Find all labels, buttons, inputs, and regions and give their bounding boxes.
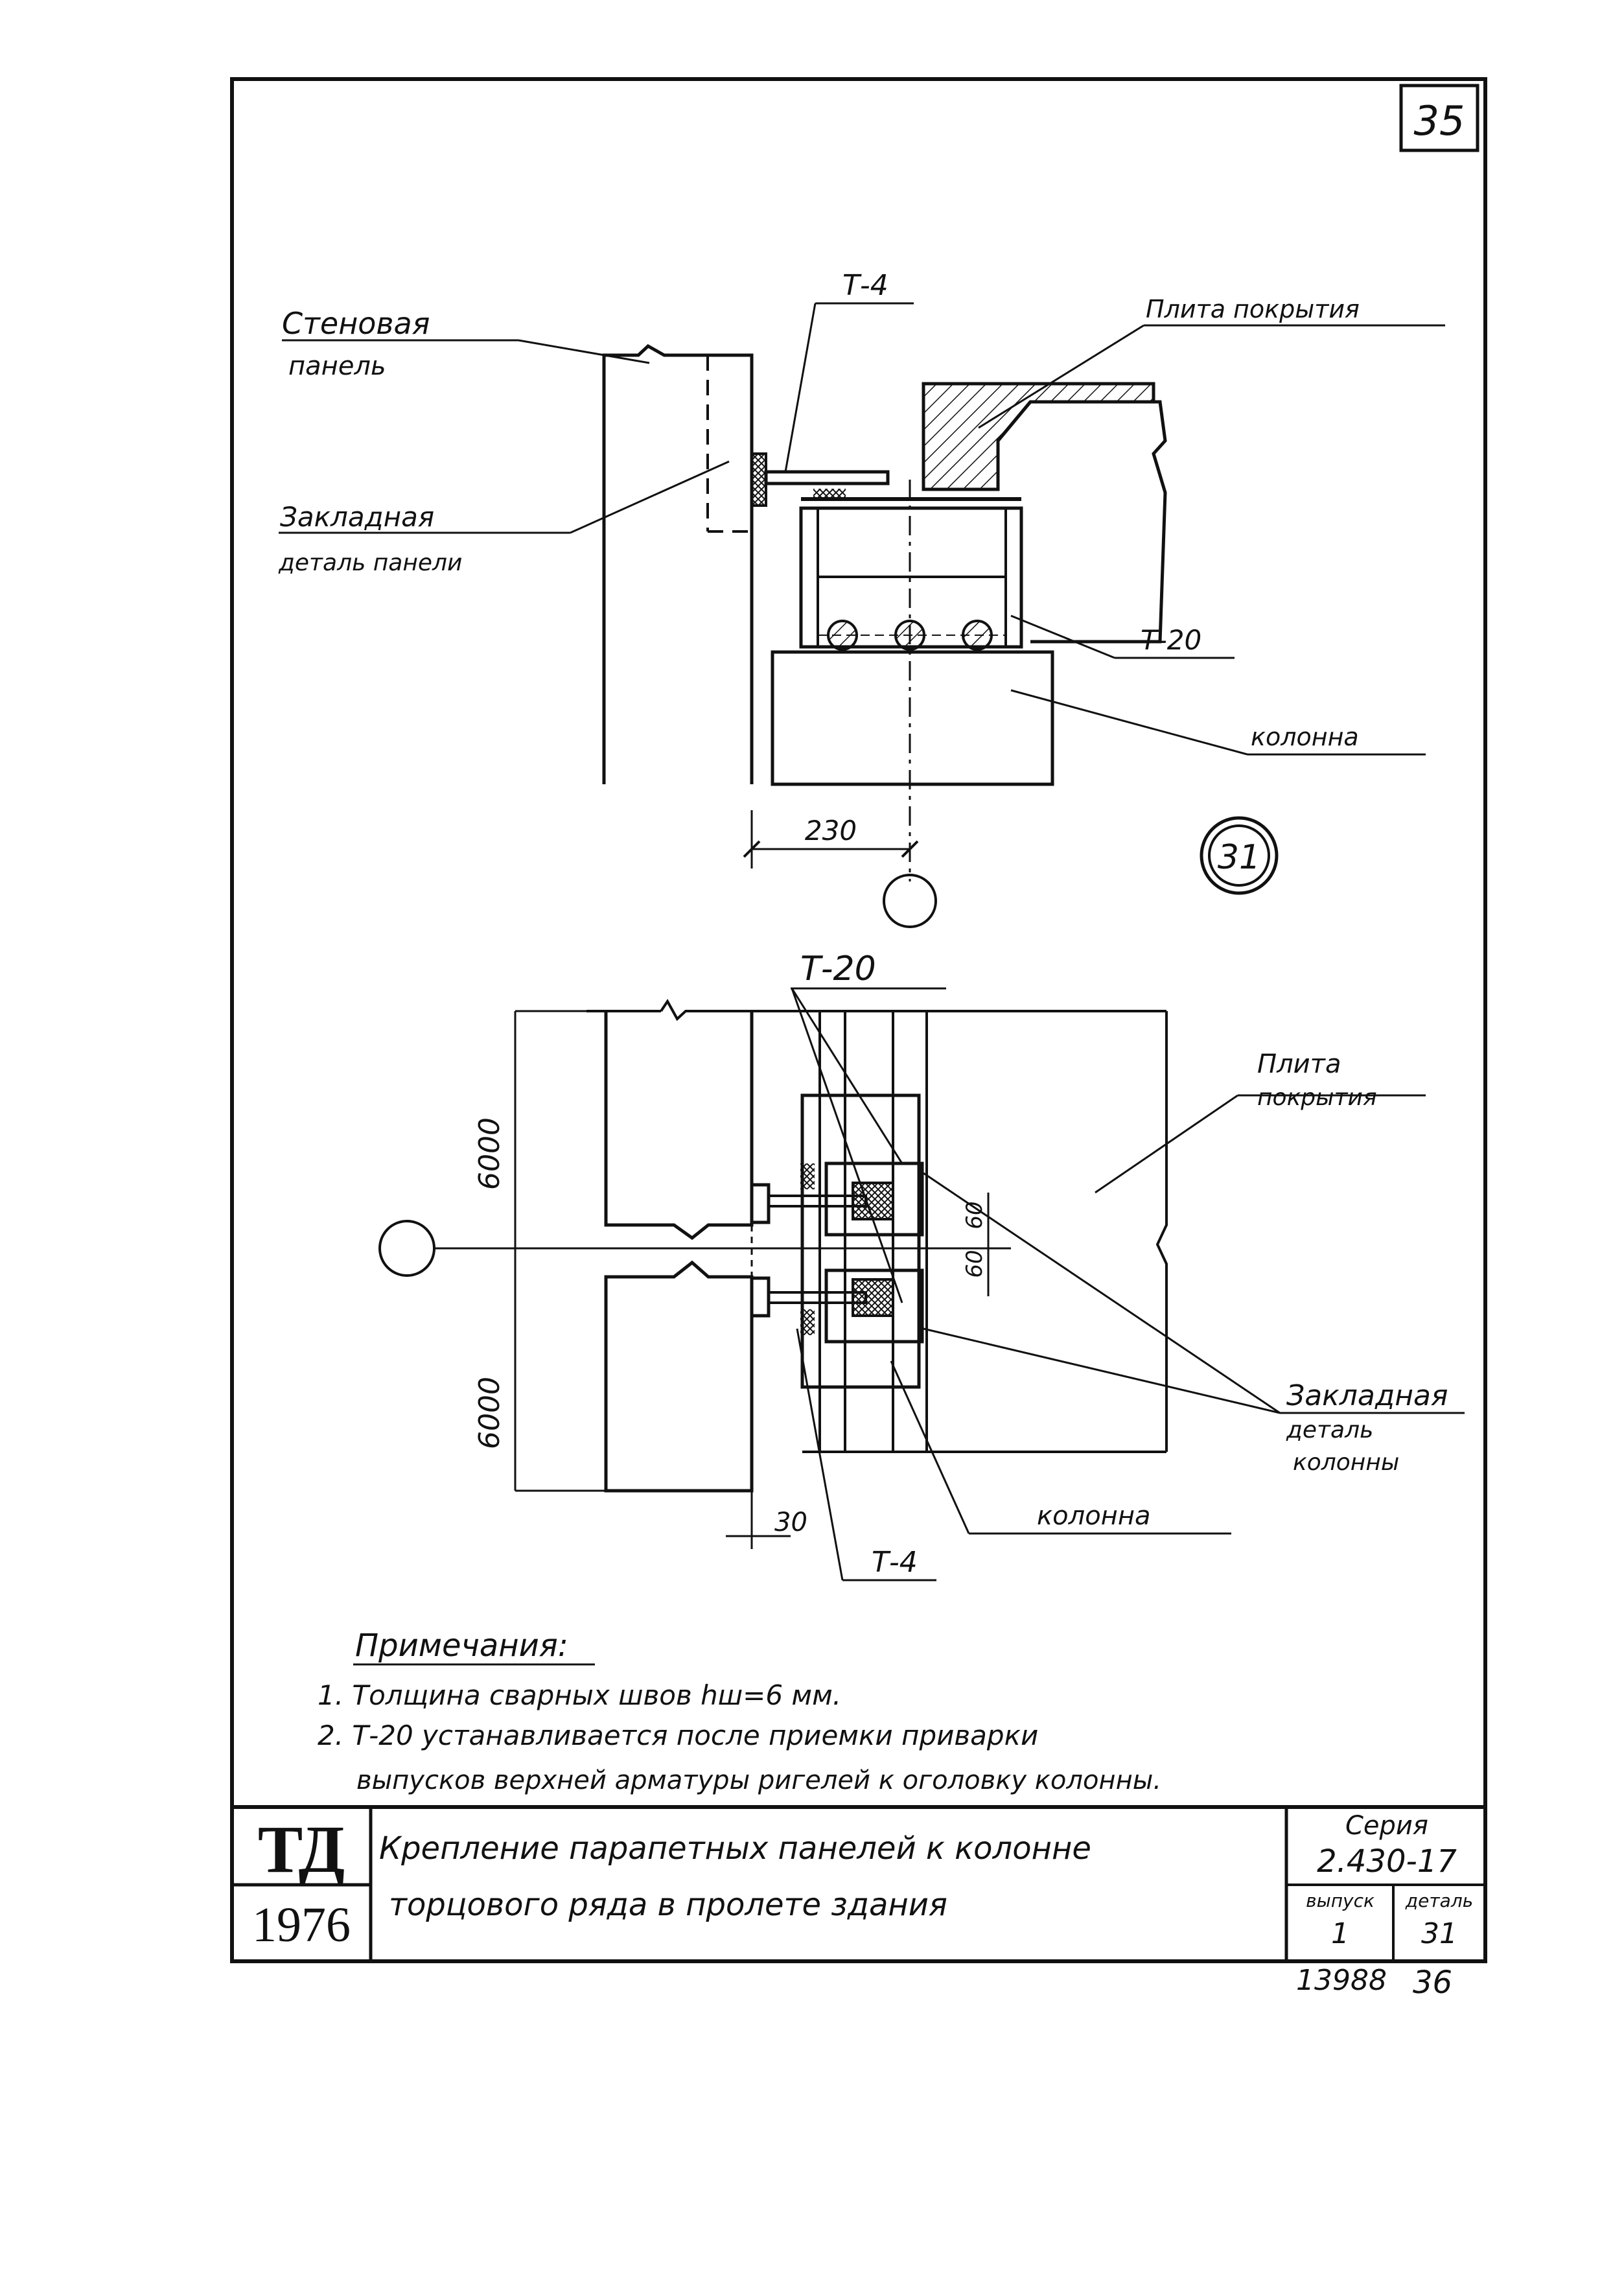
t4-nut-lower: [852, 1278, 894, 1317]
t4-nut-upper: [852, 1182, 894, 1220]
weld-lower: [800, 1309, 815, 1335]
sheet-border: [230, 77, 1487, 1963]
dim-230-tick-right: [901, 840, 919, 858]
dim-6000-lower: 6000: [473, 1377, 506, 1449]
t4-plate: [764, 470, 890, 485]
plan-top-break: [660, 999, 1166, 1021]
leader-embedded-column-2: [923, 1327, 1281, 1414]
issue-label: выпуск: [1306, 1890, 1375, 1911]
rebar-outlet-1: [827, 620, 858, 651]
issue-value: 1: [1331, 1917, 1349, 1950]
sheet-index: 36: [1413, 1965, 1452, 2001]
dim-30: 30: [774, 1508, 807, 1537]
leader-column-bottom: [890, 1360, 970, 1534]
title-block: ТД 1976 Крепление парапетных панелей к к…: [232, 1805, 1485, 2001]
top-axis-marker: [883, 874, 937, 928]
bottom-view: 6000 6000 30 60 60 Т-20 Плита покрытия З…: [378, 950, 1465, 1581]
label-t20-top: Т-20: [1141, 624, 1201, 656]
label-t4-bottom: Т-4: [872, 1546, 918, 1579]
slab-plan: [1155, 1011, 1168, 1452]
column-plan: [800, 1093, 921, 1389]
label-slab-top: Плита покрытия: [1146, 295, 1360, 323]
panel-embedded-plate: [750, 452, 767, 507]
label-embedded-column-1: Закладная: [1286, 1379, 1448, 1412]
t4-angle-upper: [750, 1183, 771, 1224]
column-head-weld-top: [813, 489, 846, 499]
embedded-plate-lower: [824, 1268, 924, 1344]
slab-section: [922, 382, 1155, 491]
title-line-2: торцового ряда в пролете здания: [389, 1887, 947, 1923]
note-2: 2. Т-20 устанавливается после приемки пр…: [318, 1720, 1038, 1751]
label-embedded-panel-1: Закладная: [280, 501, 434, 533]
inventory-number: 13988: [1296, 1964, 1387, 1997]
logo: ТД: [258, 1812, 345, 1887]
series-value: 2.430-17: [1317, 1843, 1457, 1880]
column-body: [771, 650, 1054, 786]
label-embedded-panel-2: деталь панели: [278, 550, 462, 576]
note-3: выпусков верхней арматуры ригелей к огол…: [356, 1766, 1161, 1795]
label-t20-bottom: Т-20: [800, 950, 876, 988]
leader-embedded-panel: [570, 460, 730, 534]
dim-60-lower: 60: [962, 1250, 988, 1277]
notes-heading: Примечания:: [355, 1627, 568, 1664]
detail-value: 31: [1421, 1917, 1457, 1950]
leader-column-top: [1010, 689, 1248, 756]
leader-t20-bottom-1: [791, 988, 903, 1164]
label-slab-bottom-1: Плита: [1257, 1049, 1341, 1079]
page-number-box: [1399, 84, 1479, 152]
weld-upper: [800, 1163, 815, 1189]
leader-t4-bottom: [796, 1328, 844, 1581]
panel-lower: [604, 1260, 754, 1493]
t4-angle-lower: [750, 1276, 771, 1318]
title-line-1: Крепление парапетных панелей к колонне: [379, 1830, 1091, 1867]
series-label: Серия: [1345, 1811, 1428, 1841]
leader-t4-top: [784, 303, 817, 472]
wall-panel-outline: [602, 344, 754, 784]
label-wall-panel-2: панель: [288, 351, 386, 381]
leader-slab-bottom: [1095, 1094, 1238, 1194]
detail-label: деталь: [1405, 1890, 1473, 1911]
label-wall-panel-1: Стеновая: [282, 306, 430, 341]
page-number: 35: [1414, 97, 1465, 145]
dim-230-tick-left: [743, 840, 761, 858]
leader-slab: [978, 324, 1144, 429]
label-embedded-column-2: деталь: [1286, 1417, 1373, 1443]
label-column-bottom: колонна: [1037, 1501, 1151, 1531]
t4-rod-lower: [767, 1291, 867, 1304]
leader-embedded-column-1: [923, 1172, 1281, 1414]
t4-rod-upper: [767, 1195, 867, 1207]
detail-marker-outer: [1200, 816, 1279, 895]
leader-t20-bottom-2: [791, 988, 903, 1303]
label-column-top: колонна: [1251, 723, 1359, 751]
leader-wall-panel: [518, 339, 650, 364]
note-1: 1. Толщина сварных швов hш=6 мм.: [318, 1679, 841, 1711]
bottom-axis-marker: [378, 1220, 435, 1277]
top-view: 230 Стеновая панель Закладная деталь пан…: [278, 269, 1445, 928]
dim-230: 230: [805, 815, 857, 846]
notes: Примечания: 1. Толщина сварных швов hш=6…: [318, 1627, 1161, 1795]
panel-upper: [604, 1011, 754, 1241]
dim-6000-upper: 6000: [473, 1117, 506, 1190]
label-embedded-column-3: колонны: [1293, 1449, 1399, 1476]
detail-marker: 31: [1218, 838, 1260, 877]
label-slab-bottom-2: покрытия: [1257, 1084, 1377, 1111]
year: 1976: [252, 1898, 351, 1952]
label-t4-top: Т-4: [842, 269, 888, 302]
detail-marker-inner: [1208, 824, 1270, 887]
slab-outline: [997, 400, 1167, 644]
dim-60-upper: 60: [962, 1201, 988, 1229]
leader-t20-top: [1010, 614, 1115, 659]
embedded-plate-upper: [824, 1161, 924, 1237]
